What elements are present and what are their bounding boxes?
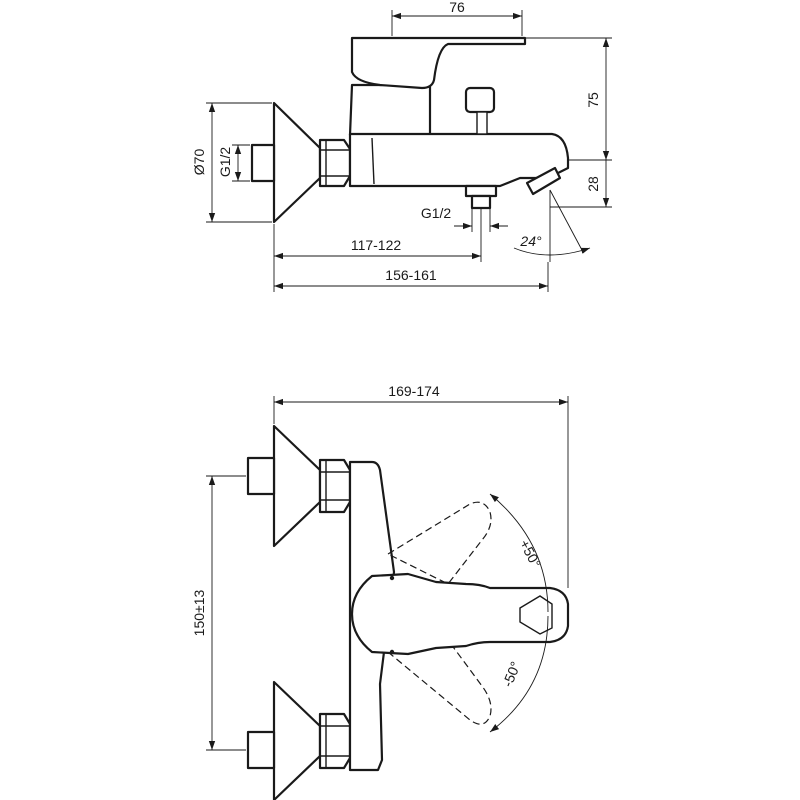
- spout-outlet: [525, 166, 562, 196]
- dim-rotation-plus-label: +50°: [516, 537, 544, 570]
- dim-inlet-thread-label: G1/2: [217, 147, 233, 178]
- dim-angle-label: 24°: [519, 233, 542, 249]
- dim-total-depth-label: 156-161: [385, 267, 437, 283]
- dim-outlet-distance-label: 117-122: [351, 237, 402, 253]
- dim-lever-width-label: 76: [449, 0, 465, 15]
- cartridge-housing-side: [348, 83, 432, 137]
- inlet-thread-upper: [246, 456, 276, 496]
- diverter-knob: [464, 86, 496, 114]
- top-view: 169-174 +50° -50° 150±13: [191, 383, 570, 800]
- lever-screw-dot-upper: [389, 575, 395, 581]
- hex-nut-side: [318, 138, 352, 188]
- rotation-arc-minus: [489, 615, 549, 733]
- lever-ghost-plus50: [386, 501, 492, 585]
- outlet-thread: [470, 194, 492, 210]
- lever-top: [350, 572, 570, 656]
- dim-diameter-label: Ø70: [191, 149, 207, 176]
- dim-height-bottom-label: 28: [585, 176, 601, 192]
- wall-flange-upper: [272, 424, 322, 548]
- dim-rotation-minus-label: -50°: [499, 659, 524, 689]
- dim-inlet-spacing-label: 150±13: [191, 589, 207, 636]
- wall-flange-lower: [272, 680, 322, 800]
- dim-total-width-label: 169-174: [388, 383, 440, 399]
- lever-side: [350, 36, 527, 90]
- diverter-stem: [476, 111, 488, 135]
- inlet-thread-side: [250, 143, 276, 183]
- hex-nut-lower: [318, 712, 352, 770]
- lever-ghost-minus50: [386, 639, 492, 725]
- lever-tip-inner: [519, 595, 553, 635]
- rotation-arc-plus: [489, 493, 549, 613]
- outlet-nut: [464, 184, 498, 198]
- dim-height-top-label: 75: [585, 92, 601, 108]
- inlet-thread-lower: [246, 730, 276, 770]
- lever-screw-dot-lower: [389, 649, 395, 655]
- hex-nut-upper: [318, 458, 352, 514]
- main-body-side: [348, 132, 570, 188]
- wall-flange-side: [272, 101, 322, 224]
- dim-outlet-thread-label: G1/2: [421, 205, 452, 221]
- side-view: 76 75 28 Ø70 G1/2 G1/2 24° 117-: [191, 0, 612, 292]
